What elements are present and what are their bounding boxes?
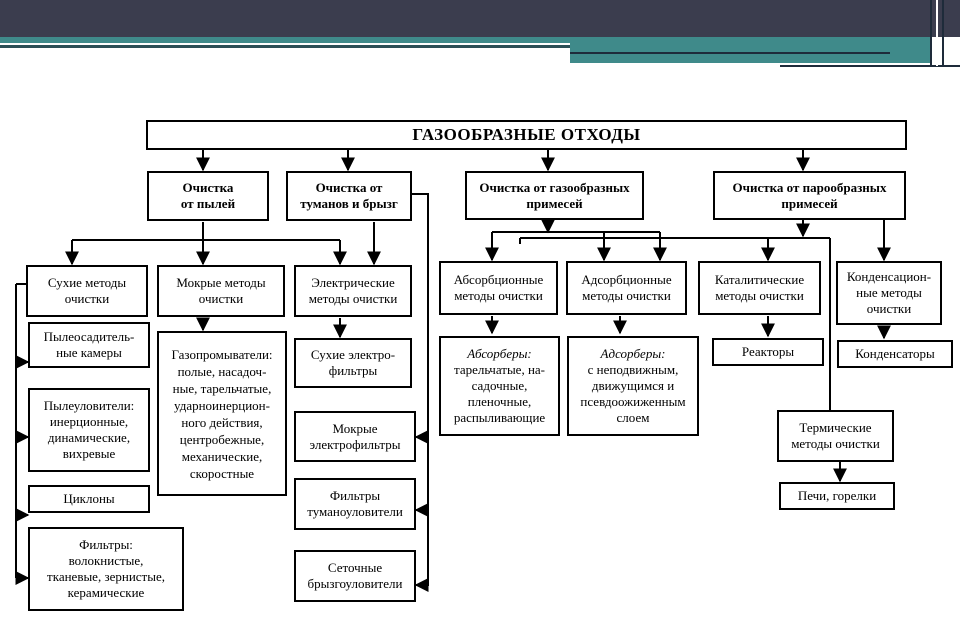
dust-catchers-box: Пылеуловители: инерционные, динамические… <box>28 388 150 472</box>
mist-cleaning-box: Очистка от туманов и брызг <box>286 171 412 221</box>
absorbers-title: Абсорберы: <box>467 346 532 361</box>
slide-divider-line <box>780 65 960 67</box>
wet-electrofilters-box: Мокрые электрофильтры <box>294 411 416 462</box>
cyclones-box: Циклоны <box>28 485 150 513</box>
electric-methods-box: Электрические методы очистки <box>294 265 412 317</box>
mist-filters-box: Фильтры туманоуловители <box>294 478 416 530</box>
condensation-methods-box: Конденсацион- ные методы очистки <box>836 261 942 325</box>
slide-divider-line <box>570 52 890 54</box>
thermal-methods-box: Термические методы очистки <box>777 410 894 462</box>
condensers-box: Конденсаторы <box>837 340 953 368</box>
slide-header-bar <box>0 0 960 37</box>
dry-methods-box: Сухие методы очистки <box>26 265 148 317</box>
diagram-title: ГАЗООБРАЗНЫЕ ОТХОДЫ <box>146 120 907 150</box>
absorbers-box: Абсорберы: тарельчатые, на- садочные, пл… <box>439 336 560 436</box>
slide-vertical-bar <box>930 0 932 66</box>
slide-vertical-bar <box>942 0 944 66</box>
mesh-spray-catchers-box: Сеточные брызгоуловители <box>294 550 416 602</box>
slide-teal-stripe <box>0 37 930 43</box>
catalytic-methods-box: Каталитические методы очистки <box>698 261 821 315</box>
gas-scrubbers-box: Газопромыватели: полые, насадоч- ные, та… <box>157 331 287 496</box>
reactors-box: Реакторы <box>712 338 824 366</box>
adsorption-methods-box: Адсорбционные методы очистки <box>566 261 687 315</box>
vapor-cleaning-box: Очистка от парообразных примесей <box>713 171 906 220</box>
adsorbers-box: Адсорберы: с неподвижным, движущимся и п… <box>567 336 699 436</box>
gas-cleaning-box: Очистка от газообразных примесей <box>465 171 644 220</box>
slide-vertical-bar <box>936 0 938 66</box>
wet-methods-box: Мокрые методы очистки <box>157 265 285 317</box>
absorption-methods-box: Абсорбционные методы очистки <box>439 261 558 315</box>
adsorbers-text: с неподвижным, движущимся и псевдоожижен… <box>580 362 686 425</box>
adsorbers-title: Адсорберы: <box>600 346 666 361</box>
settling-chambers-box: Пылеосадитель- ные камеры <box>28 322 150 368</box>
furnaces-burners-box: Печи, горелки <box>779 482 895 510</box>
filters-box: Фильтры: волокнистые, тканевые, зернисты… <box>28 527 184 611</box>
slide-dark-stripe <box>0 45 570 48</box>
dust-cleaning-box: Очистка от пылей <box>147 171 269 221</box>
dry-electrofilters-box: Сухие электро- фильтры <box>294 338 412 388</box>
absorbers-text: тарельчатые, на- садочные, пленочные, ра… <box>453 362 546 425</box>
